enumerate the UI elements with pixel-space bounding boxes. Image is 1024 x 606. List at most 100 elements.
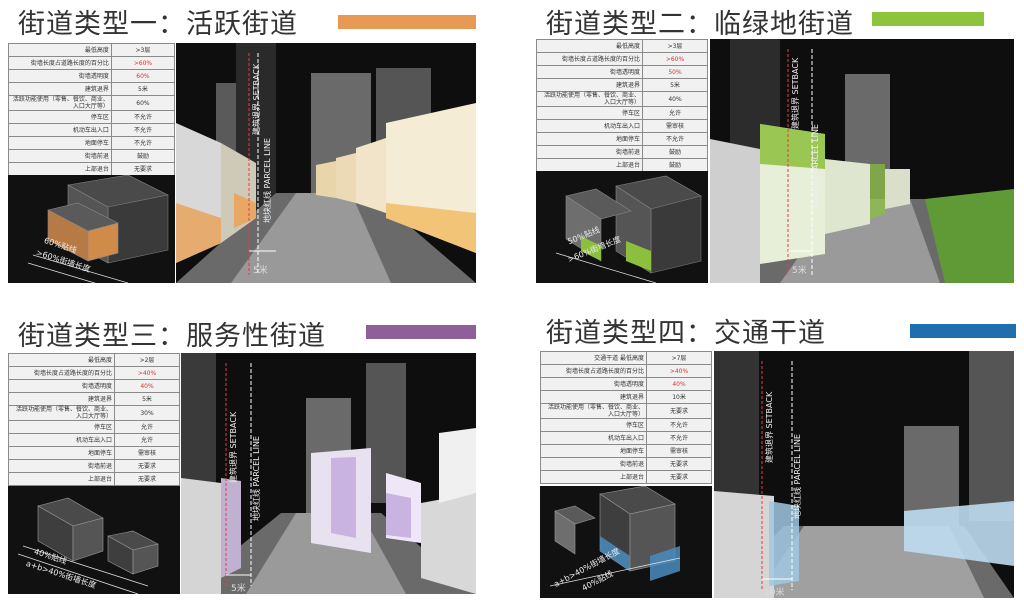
requirement-value: 无要求	[646, 403, 712, 419]
requirement-value: 40%	[642, 91, 708, 107]
table-row: 活跃功能使用（零售、餐饮、商业、入口大厅等）无要求	[539, 403, 712, 419]
table-row: 停车区允许	[7, 420, 180, 434]
setback-label: 建筑退界 SETBACK	[765, 391, 774, 463]
requirement-value: 30%	[114, 405, 180, 421]
requirement-name: 街墙长度占道路长度的百分比	[8, 56, 112, 70]
requirement-name: 停车区	[539, 418, 648, 432]
requirement-name: 活跃功能使用（零售、餐饮、商业、入口大厅等）	[8, 95, 112, 111]
parcel-line-label: 地块红线 PARCEL LINE	[263, 138, 272, 223]
requirement-name: 街墙长度占道路长度的百分比	[539, 364, 648, 378]
requirement-name: 街墙透明度	[7, 379, 116, 393]
table-row: 地面停车需审核	[539, 444, 712, 458]
requirement-value: 不允许	[110, 123, 176, 137]
requirement-value: >7层	[646, 351, 712, 365]
requirement-name: 上部退台	[8, 162, 112, 176]
requirement-name: 街墙透明度	[8, 69, 112, 83]
table-row: 停车区不允许	[8, 110, 176, 124]
requirement-name: 建筑退界	[535, 78, 644, 92]
requirement-name: 街墙透明度	[539, 377, 648, 391]
table-row: 街墙长度占道路长度的百分比>60%	[8, 56, 176, 70]
setback-dimension: 5米	[253, 266, 268, 276]
setback-dimension: 10米	[764, 588, 785, 598]
requirement-value: >60%	[642, 52, 708, 66]
table-row: 上部退台无要求	[8, 162, 176, 176]
requirement-name: 机动车出入口	[535, 119, 644, 133]
requirement-value: 需审核	[642, 119, 708, 133]
table-row: 活跃功能使用（零售、餐饮、商业、入口大厅等）40%	[535, 91, 708, 107]
table-row: 机动车出入口需审核	[535, 119, 708, 133]
color-swatch	[338, 15, 476, 29]
requirement-value: 允许	[114, 433, 180, 447]
setback-label: 建筑退界 SETBACK	[252, 63, 261, 135]
setback-dimension: 5米	[792, 266, 807, 276]
requirement-value: >40%	[114, 366, 180, 380]
table-row: 街墙长度占道路长度的百分比>60%	[535, 52, 708, 66]
requirement-value: 50%	[642, 65, 708, 79]
parcel-line-label: 地块红线 PARCEL LINE	[252, 436, 261, 521]
axonometric-diagram: a+b>40%街墙长度 40%贴线	[540, 486, 712, 598]
requirement-name: 街墙透明度	[535, 65, 644, 79]
requirement-name: 街墙前退	[7, 459, 116, 473]
table-row: 街墙前退鼓励	[8, 149, 176, 163]
requirement-name: 地面停车	[7, 446, 116, 460]
requirement-name: 街墙前退	[539, 457, 648, 471]
requirement-value: 无要求	[114, 459, 180, 473]
requirement-value: 无要求	[114, 472, 180, 486]
setback-label: 建筑退界 SETBACK	[791, 57, 800, 129]
table-row: 机动车出入口允许	[7, 433, 180, 447]
color-swatch	[872, 12, 984, 26]
requirement-name: 活跃功能使用（零售、餐饮、商业、入口大厅等）	[535, 91, 644, 107]
requirement-value: 无要求	[646, 470, 712, 484]
street-perspective: 建筑退界 SETBACK 地块红线 PARCEL LINE 10米	[714, 351, 1014, 598]
requirement-value: 不允许	[646, 418, 712, 432]
requirement-value: 5米	[114, 392, 180, 406]
requirement-value: 5米	[642, 78, 708, 92]
requirement-name: 建筑退界	[7, 392, 116, 406]
requirement-value: 需审核	[646, 444, 712, 458]
requirement-value: >60%	[110, 56, 176, 70]
table-row: 街墙长度占道路长度的百分比>40%	[7, 366, 180, 380]
requirement-name: 地面停车	[8, 136, 112, 150]
table-row: 停车区不允许	[539, 418, 712, 432]
requirement-name: 上部退台	[539, 470, 648, 484]
table-row: 机动车出入口不允许	[539, 431, 712, 445]
requirement-name: 地面停车	[535, 132, 644, 146]
requirement-name: 建筑退界	[8, 82, 112, 96]
color-swatch	[910, 324, 1016, 338]
panel-title: 街道类型三：服务性街道	[18, 321, 326, 352]
requirement-name: 机动车出入口	[8, 123, 112, 137]
table-row: 最低高度>3层	[535, 39, 708, 53]
requirement-value: 不允许	[110, 110, 176, 124]
street-perspective: 建筑退界 SETBACK 地块红线 PARCEL LINE 5米	[176, 43, 476, 283]
requirement-value: >40%	[646, 364, 712, 378]
requirement-name: 上部退台	[7, 472, 116, 486]
street-perspective: 建筑退界 SETBACK 地块红线 PARCEL LINE 5米	[181, 353, 476, 594]
parcel-line-label: 地块红线 PARCEL LINE	[793, 434, 802, 519]
requirement-value: 鼓励	[642, 145, 708, 159]
requirement-name: 地面停车	[539, 444, 648, 458]
requirement-value: 不允许	[642, 132, 708, 146]
requirement-name: 机动车出入口	[539, 431, 648, 445]
requirement-name: 最低高度	[535, 39, 644, 53]
table-row: 街墙前退鼓励	[535, 145, 708, 159]
table-row: 地面停车不允许	[535, 132, 708, 146]
requirement-name: 机动车出入口	[7, 433, 116, 447]
requirement-value: 允许	[114, 420, 180, 434]
table-row: 上部退台无要求	[539, 470, 712, 484]
requirement-name: 活跃功能使用（零售、餐饮、商业、入口大厅等）	[7, 405, 116, 421]
table-row: 街墙长度占道路长度的百分比>40%	[539, 364, 712, 378]
requirement-value: 无要求	[646, 457, 712, 471]
setback-dimension: 5米	[231, 584, 246, 594]
table-row: 活跃功能使用（零售、餐饮、商业、入口大厅等）30%	[7, 405, 180, 421]
requirement-value: >2层	[114, 353, 180, 367]
requirement-name: 街墙前退	[8, 149, 112, 163]
table-row: 上部退台无要求	[7, 472, 180, 486]
requirement-value: 无要求	[110, 162, 176, 176]
